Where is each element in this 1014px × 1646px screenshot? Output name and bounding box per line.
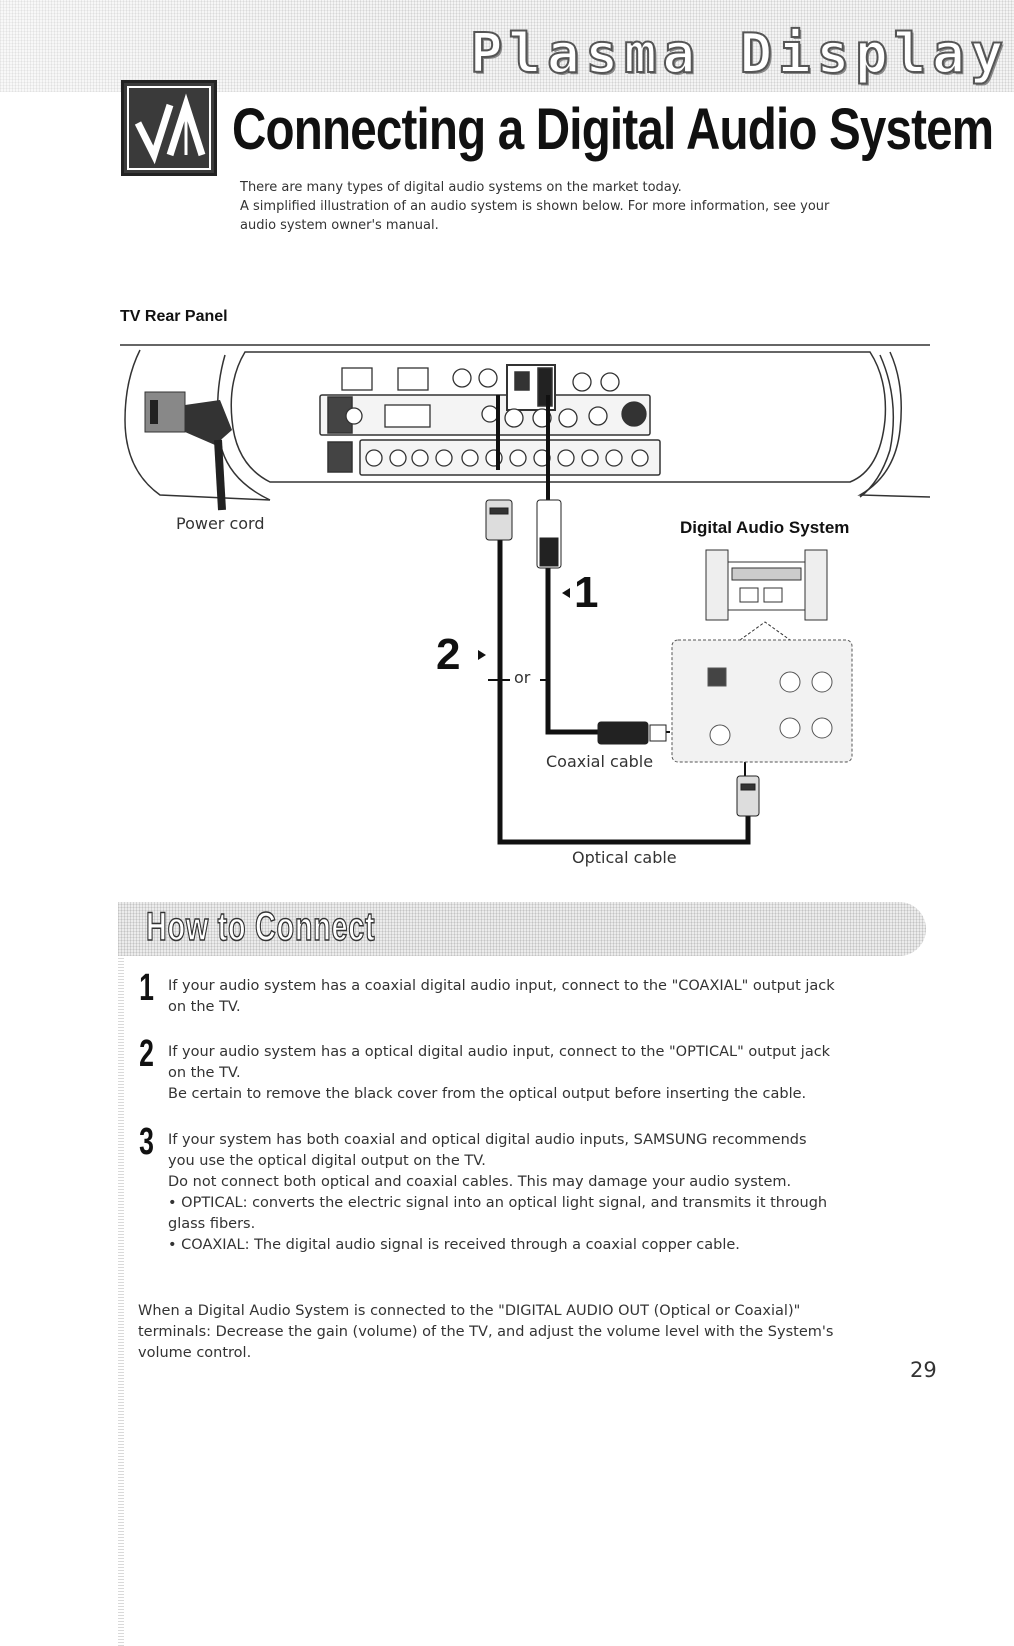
power-cord-label: Power cord (176, 514, 265, 533)
intro-text: There are many types of digital audio sy… (240, 178, 900, 235)
bullet-continuation: glass fibers. (168, 1216, 256, 1232)
volume-note: When a Digital Audio System is connected… (138, 1301, 928, 1364)
tv-rear-panel-label: TV Rear Panel (120, 308, 228, 325)
step-line: on the TV. (168, 999, 241, 1015)
optical-cable-label: Optical cable (572, 848, 677, 867)
tv-rear-panel-illustration (120, 344, 931, 501)
bullet-coaxial: • COAXIAL: The digital audio signal is r… (168, 1237, 740, 1253)
header-banner (0, 0, 1014, 92)
system-input-panel (671, 639, 853, 763)
intro-line: There are many types of digital audio sy… (240, 180, 682, 195)
or-label: or (514, 668, 531, 687)
cable-connectors (485, 499, 760, 817)
step-line: you use the optical digital output on th… (168, 1153, 486, 1169)
step-number: 2 (139, 1033, 154, 1075)
cables (488, 395, 751, 845)
step-2-marker: 2 (436, 630, 461, 679)
step-line: on the TV. (168, 1065, 241, 1081)
step-line: If your audio system has a optical digit… (168, 1044, 831, 1060)
brand-title: Plasma Display (469, 21, 1010, 86)
step-number: 3 (139, 1121, 154, 1163)
step-2: 2 If your audio system has a optical dig… (128, 1033, 918, 1105)
intro-line: A simplified illustration of an audio sy… (240, 199, 830, 214)
how-to-connect-banner (118, 902, 926, 956)
step-line: If your audio system has a coaxial digit… (168, 978, 835, 994)
step-1-marker: 1 (574, 568, 599, 617)
audio-system-illustration (705, 549, 828, 641)
note-line: terminals: Decrease the gain (volume) of… (138, 1324, 834, 1340)
connection-diagram (120, 344, 931, 845)
step-3: 3 If your system has both coaxial and op… (128, 1121, 918, 1256)
note-line: volume control. (138, 1345, 252, 1361)
step-arrow-markers (478, 588, 570, 660)
power-plug-icon (144, 391, 232, 511)
header-banner-fade (0, 0, 1014, 92)
how-to-connect-title: How to Connect (145, 904, 376, 950)
coaxial-cable-label: Coaxial cable (546, 752, 654, 771)
step-1: 1 If your audio system has a coaxial dig… (128, 967, 918, 1018)
step-line: Be certain to remove the black cover fro… (168, 1086, 807, 1102)
step-number: 1 (139, 967, 154, 1009)
page-title: Connecting a Digital Audio System (232, 97, 994, 162)
intro-line: audio system owner's manual. (240, 218, 439, 233)
step-line: If your system has both coaxial and opti… (168, 1132, 807, 1148)
left-margin-rule (118, 956, 124, 1646)
page-number: 29 (910, 1358, 937, 1382)
bullet-optical: • OPTICAL: converts the electric signal … (168, 1195, 828, 1211)
note-line: When a Digital Audio System is connected… (138, 1303, 801, 1319)
rear-panel-port-icons (341, 367, 649, 467)
step-line: Do not connect both optical and coaxial … (168, 1174, 792, 1190)
connection-logo-icon (121, 80, 217, 176)
digital-audio-system-label: Digital Audio System (680, 518, 850, 537)
